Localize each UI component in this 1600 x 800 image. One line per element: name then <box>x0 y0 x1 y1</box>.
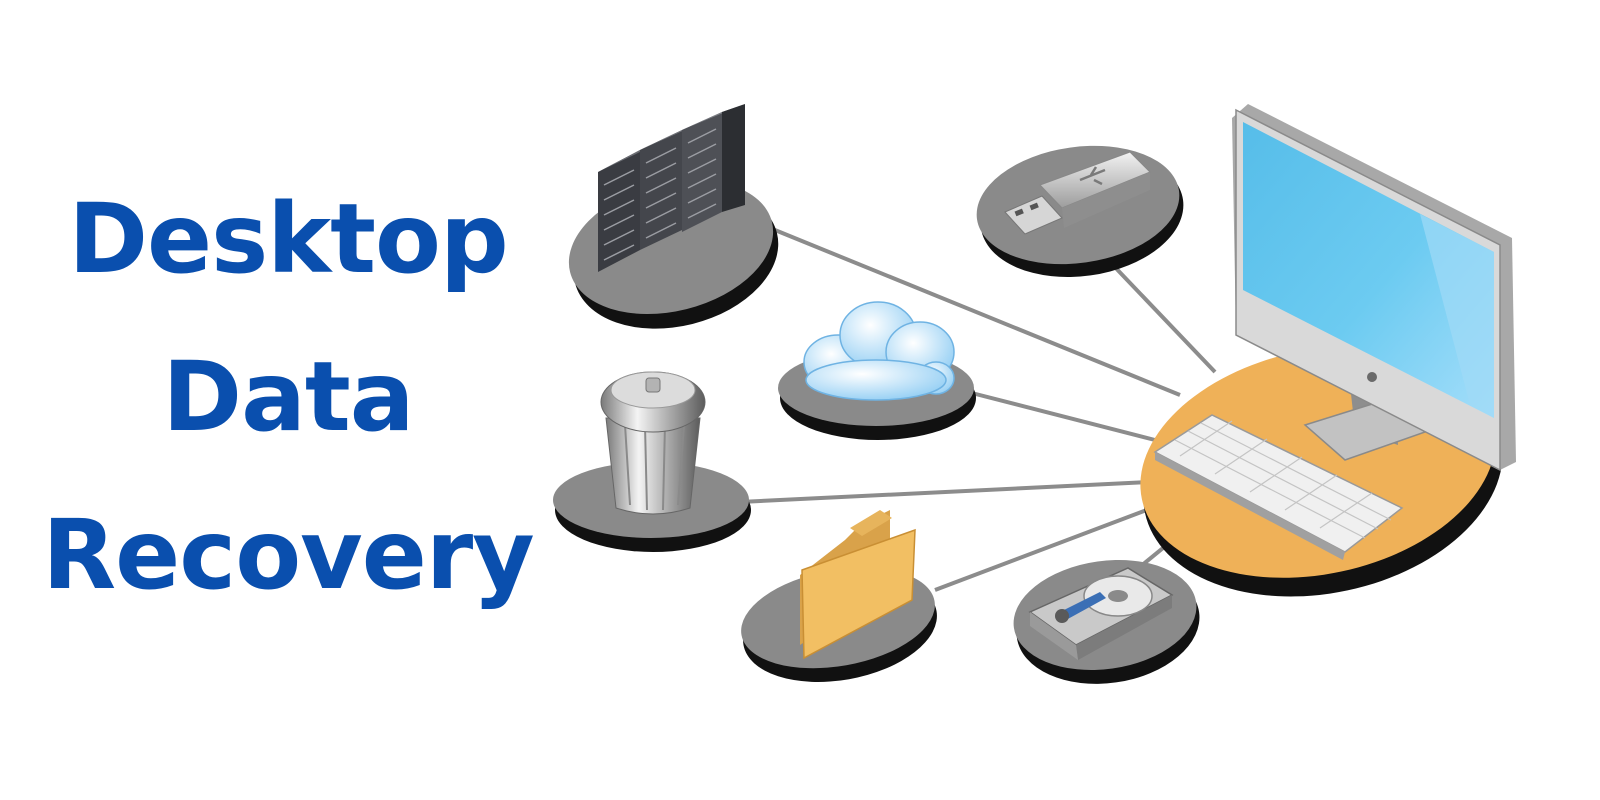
headline-line-1: Desktop <box>68 183 508 295</box>
keyboard-icon <box>1153 414 1404 560</box>
server-icon <box>598 104 745 272</box>
hard-drive-icon <box>1028 567 1174 660</box>
desktop-hub <box>1140 104 1516 597</box>
connector-server <box>769 226 1181 397</box>
connector-usb <box>1108 260 1217 374</box>
usb-node <box>976 145 1184 278</box>
trash-node <box>553 371 751 552</box>
folder-icon <box>800 510 916 660</box>
connector-trash <box>739 480 1151 504</box>
connector-lines <box>739 226 1217 592</box>
usb-icon <box>1004 151 1151 235</box>
connector-folder <box>934 503 1161 592</box>
trash-icon <box>600 371 706 515</box>
cloud-icon <box>803 301 955 401</box>
harddrive-node <box>1013 560 1200 684</box>
folder-node <box>741 510 937 682</box>
connector-cloud <box>959 388 1156 442</box>
cloud-node <box>778 301 976 440</box>
headline: Desktop Data Recovery <box>18 160 558 634</box>
monitor-icon <box>1232 104 1516 472</box>
headline-line-2: Data <box>162 341 414 453</box>
server-node <box>568 104 779 329</box>
headline-line-3: Recovery <box>42 499 535 611</box>
